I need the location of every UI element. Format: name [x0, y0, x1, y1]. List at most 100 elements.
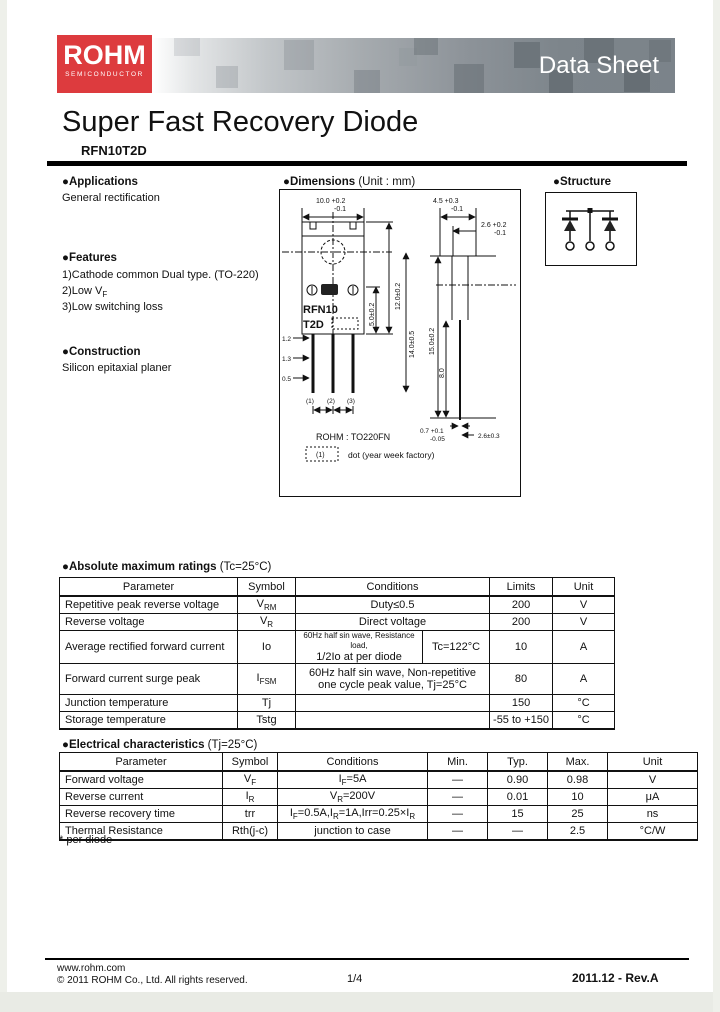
typ-cell: 15	[487, 805, 548, 823]
symbol-sub: R	[248, 795, 255, 805]
dim-label: 0.7 +0.1	[420, 428, 444, 435]
cond-part: I	[289, 806, 293, 819]
symbol-cell: VR	[237, 613, 296, 631]
conditions-cell: 60Hz half sin wave, Non-repetitive one c…	[294, 663, 491, 695]
table-row: Storage temperature Tstg -55 to +150 °C	[59, 711, 616, 730]
banner-pattern-square	[414, 38, 438, 55]
footer-copyright: © 2011 ROHM Co., Ltd. All rights reserve…	[57, 975, 248, 986]
unit-cell: °C/W	[607, 822, 698, 841]
structure-diagram	[545, 192, 637, 266]
max-cell: 10	[547, 788, 608, 806]
banner-title: Data Sheet	[538, 51, 659, 79]
conditions-line: 1/2Io at per diode	[316, 651, 402, 663]
conditions-cell: IF=0.5A,IR=1A,Irr=0.25×IR	[277, 805, 428, 823]
absolute-maximum-ratings-table: Parameter Symbol Conditions Limits Unit …	[59, 577, 616, 730]
banner-pattern: Data Sheet	[152, 38, 675, 93]
typ-cell: —	[487, 822, 548, 841]
cond-sub: F	[292, 812, 298, 822]
feature-item: 1)Cathode common Dual type. (TO-220)	[62, 269, 259, 281]
dim-label: -0.05	[430, 436, 445, 443]
cond-part: V	[329, 789, 338, 802]
footer-revision: 2011.12 - Rev.A	[572, 971, 659, 985]
symbol-base: I	[245, 789, 249, 802]
cond-part: I	[338, 772, 342, 785]
dim-label: 4.5 +0.3	[433, 198, 459, 205]
symbol-cell: IR	[222, 788, 278, 806]
col-header-unit: Unit	[607, 752, 698, 772]
banner-pattern-square	[584, 38, 614, 63]
table-row: Average rectified forward current Io 60H…	[59, 630, 616, 664]
table-row: Thermal Resistance Rth(j-c) junction to …	[59, 822, 698, 841]
min-cell: —	[427, 770, 488, 789]
col-header-unit: Unit	[552, 577, 616, 597]
unit-cell: V	[552, 595, 616, 614]
ec-heading: ●Electrical characteristics (Tj=25°C)	[62, 739, 257, 751]
param-cell: Forward current surge peak	[59, 663, 238, 695]
col-header-typ: Typ.	[487, 752, 548, 772]
package-name: ROHM : TO220FN	[316, 432, 390, 442]
table-row: Forward current surge peak IFSM 60Hz hal…	[59, 663, 616, 695]
feature-item-text: 2)Low V	[62, 285, 103, 297]
banner-pattern-square	[216, 66, 238, 88]
param-cell: Junction temperature	[59, 694, 238, 712]
banner-pattern-square	[174, 38, 200, 56]
dim-label: -0.1	[451, 206, 463, 213]
amr-heading: ●Absolute maximum ratings (Tc=25°C)	[62, 561, 271, 573]
banner-pattern-square	[624, 66, 650, 92]
feature-item-sub: F	[102, 290, 108, 300]
max-cell: 0.98	[547, 770, 608, 789]
col-header-parameter: Parameter	[59, 577, 238, 597]
pin-label: (1)	[306, 398, 314, 405]
param-cell: Reverse recovery time	[59, 805, 223, 823]
typ-cell: 0.01	[487, 788, 548, 806]
dimensions-unit-note: (Unit : mm)	[355, 176, 416, 188]
symbol-cell: Tstg	[237, 711, 296, 730]
unit-cell: A	[552, 630, 616, 664]
feature-item: 2)Low VF	[62, 285, 107, 299]
datasheet-page: ROHM SEMICONDUCTOR Data Sheet Super Fast…	[7, 0, 713, 992]
dim-label: -0.1	[334, 206, 346, 213]
banner-pattern-square	[354, 70, 380, 93]
dot-box-label: (1)	[316, 452, 325, 459]
dim-label: 12.0±0.2	[395, 283, 402, 310]
param-cell: Thermal Resistance	[59, 822, 223, 841]
symbol-sub: F	[251, 778, 257, 788]
cond-sub: F	[341, 778, 347, 788]
cond-sub: R	[332, 812, 339, 822]
col-header-symbol: Symbol	[222, 752, 278, 772]
amr-heading-text: ●Absolute maximum ratings	[62, 561, 217, 573]
symbol-cell: IFSM	[237, 663, 296, 695]
table-row: Forward voltage VF IF=5A — 0.90 0.98 V	[59, 770, 698, 789]
applications-heading: ●Applications	[62, 176, 138, 188]
rohm-logo: ROHM SEMICONDUCTOR	[57, 35, 152, 93]
page-right-margin	[713, 0, 720, 1012]
min-cell: —	[427, 788, 488, 806]
unit-cell: °C	[552, 694, 616, 712]
conditions-line: one cycle peak value, Tj=25°C	[318, 679, 467, 691]
cond-part: =200V	[343, 789, 376, 802]
conditions-cell: junction to case	[277, 822, 428, 841]
rohm-logo-subtext: SEMICONDUCTOR	[65, 71, 144, 78]
conditions-line: 60Hz half sin wave, Resistance load,	[303, 631, 415, 651]
col-header-limits: Limits	[489, 577, 554, 597]
conditions-cell	[294, 711, 491, 730]
features-heading: ●Features	[62, 252, 117, 264]
page-bottom-margin	[0, 992, 720, 1012]
conditions-cell: IF=5A	[277, 770, 428, 789]
dim-label: 14.0±0.5	[409, 331, 416, 358]
max-cell: 25	[547, 805, 608, 823]
symbol-sub: R	[267, 620, 274, 630]
pin-label: (3)	[347, 398, 355, 405]
limit-cell: 10	[489, 630, 554, 664]
feature-item: 3)Low switching loss	[62, 301, 163, 313]
symbol-cell: Rth(j-c)	[222, 822, 278, 841]
table-row: Reverse recovery time trr IF=0.5A,IR=1A,…	[59, 805, 698, 823]
limit-cell: 150	[489, 694, 554, 712]
unit-cell: °C	[552, 711, 616, 730]
unit-cell: V	[552, 613, 616, 631]
param-cell: Reverse voltage	[59, 613, 238, 631]
typ-cell: 0.90	[487, 770, 548, 789]
conditions-cell: Direct voltage	[294, 613, 491, 631]
conditions-cell: VR=200V	[277, 788, 428, 806]
symbol-cell: trr	[222, 805, 278, 823]
